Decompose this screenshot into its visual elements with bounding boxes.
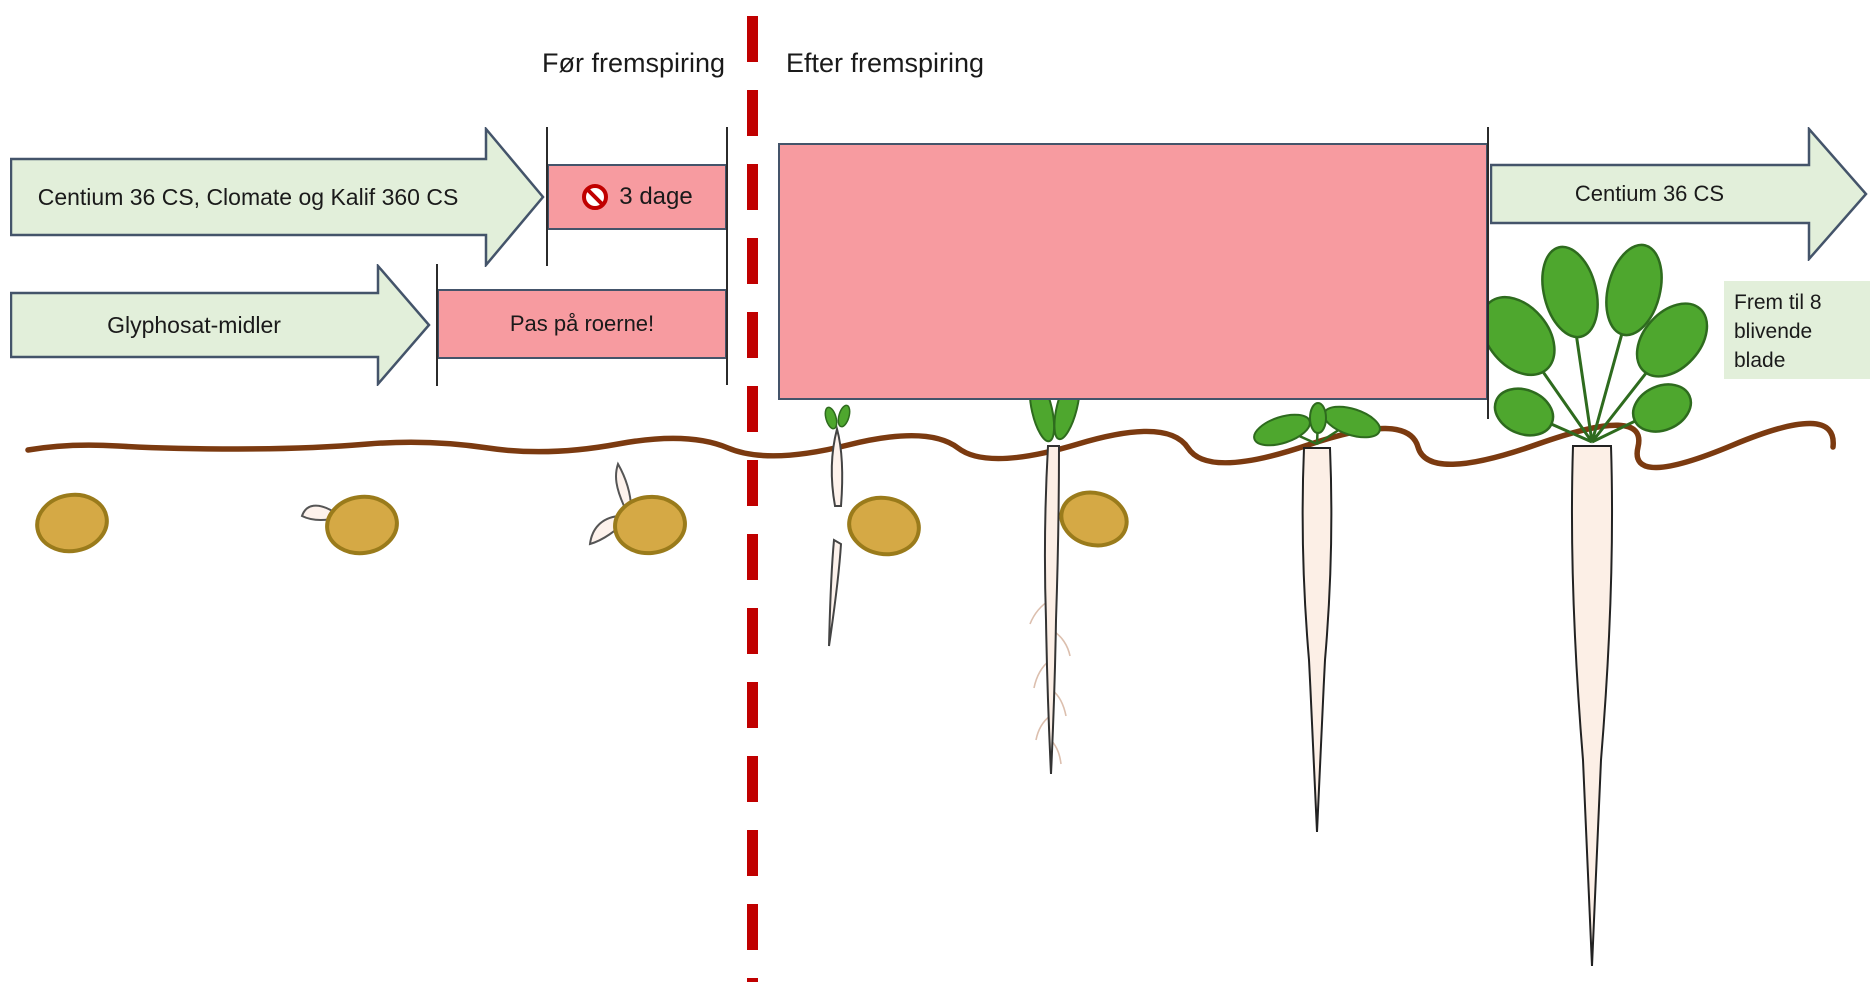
seedling-stage-6 xyxy=(1253,402,1381,833)
waiting-period-label: 3 dage xyxy=(619,183,693,210)
seedling-stage-4 xyxy=(824,404,921,647)
glyphosate-arrow: Glyphosat-midler xyxy=(10,264,431,386)
pre-emergence-herbicide-arrow-label: Centium 36 CS, Clomate og Kalif 360 CS xyxy=(37,183,459,210)
glyphosate-warning-box: Pas på roerne! xyxy=(437,289,727,359)
no-spray-window-box xyxy=(778,143,1488,400)
boundary-line-arrow1-end xyxy=(546,127,548,266)
boundary-line-glyphosate-end xyxy=(436,264,438,386)
pre-emergence-herbicide-arrow: Centium 36 CS, Clomate og Kalif 360 CS xyxy=(10,127,545,267)
waiting-period-box: 3 dage xyxy=(547,164,727,230)
post-emergence-herbicide-arrow: Centium 36 CS xyxy=(1490,127,1868,261)
boundary-line-no-spray-end xyxy=(1487,127,1489,419)
glyphosate-arrow-label: Glyphosat-midler xyxy=(107,311,281,338)
before-emergence-heading: Før fremspiring xyxy=(541,48,725,78)
glyphosate-warning-label: Pas på roerne! xyxy=(509,311,655,336)
seed-stage-2 xyxy=(300,494,399,556)
leaf-stage-note: Frem til 8 blivende blade xyxy=(1724,281,1870,379)
seed-stage-1 xyxy=(35,492,109,554)
plant-stage-7 xyxy=(1480,243,1709,967)
no-entry-icon xyxy=(582,184,609,210)
boundary-line-pre-emergence-end xyxy=(726,127,728,385)
after-emergence-heading: Efter fremspiring xyxy=(786,48,985,78)
emergence-divider-dashed-line xyxy=(747,16,758,982)
seed-stage-3 xyxy=(588,461,687,556)
post-emergence-herbicide-arrow-label: Centium 36 CS xyxy=(1574,181,1725,206)
